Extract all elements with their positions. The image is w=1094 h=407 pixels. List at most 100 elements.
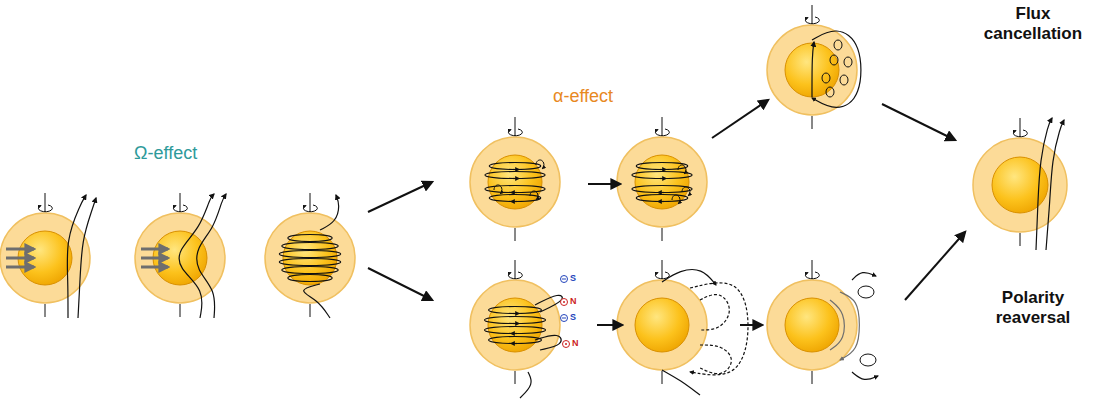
pole-label: S [570,273,576,283]
stage-arrow [368,268,432,300]
rotation-axis [515,371,516,384]
stage-arrow [368,182,432,212]
stage-title: Polarity reaversal [978,288,1088,327]
rotation-axis [812,5,813,24]
field-line [812,31,861,107]
rotation-axis [310,304,311,317]
rotation-axis [662,371,663,384]
field-direction [511,201,517,202]
flux-symbol [561,299,568,306]
sun-stage [767,5,861,129]
small-loop [826,87,834,97]
field-line [812,42,814,97]
rotation-flow [6,248,34,251]
sun-stage [265,193,355,318]
rotation-axis [1020,118,1021,137]
field-line [840,292,859,360]
field-direction [513,323,519,324]
radiative-core [488,298,542,352]
field-line [535,335,561,350]
sun-stage [973,118,1067,250]
toroidal-field [485,172,545,179]
rotation-axis [662,260,663,279]
field-line [535,295,562,312]
sun-stage [0,193,96,318]
rotation-axis [515,117,516,136]
radiative-core [635,155,689,209]
rotation-arrow [805,17,819,24]
rotation-flow [141,257,168,260]
stage-arrow [905,232,965,300]
radiative-core [785,43,839,97]
field-line [304,284,330,318]
rotation-flow [141,248,168,251]
field-line [700,345,731,374]
flux-symbol [561,276,568,283]
convection-zone [767,25,857,115]
rotation-axis [180,193,181,212]
toroidal-field [489,163,540,170]
flux-symbol [561,315,568,322]
helical-twist [494,185,502,194]
toroidal-field [484,327,545,334]
field-direction [660,178,666,179]
rotation-flow [6,266,34,269]
radiative-core [635,298,689,352]
field-line [1036,118,1052,250]
small-loop [822,73,830,83]
rotation-axis [812,371,813,384]
small-loop [860,354,876,366]
toroidal-field [489,337,542,344]
field-line [78,198,96,318]
field-direction [513,178,519,179]
helical-twist [682,187,690,196]
small-loop [858,286,874,298]
convection-zone [617,137,707,227]
field-line [690,283,748,375]
radiative-core [488,155,542,209]
rotation-axis [515,260,516,279]
toroidal-field [632,172,692,179]
stage-arrow [588,183,620,185]
rotation-arrow [1013,130,1027,137]
field-line [320,195,339,230]
field-line [67,195,86,318]
rotation-axis [45,193,46,212]
helical-twist [530,191,538,200]
field-line [662,370,700,395]
rotation-flow [6,257,34,260]
rotation-axis [45,304,46,317]
pole-label: S [570,312,576,322]
rotation-axis [662,117,663,136]
stage-title: Flux cancellation [978,4,1088,43]
rotation-arrow [173,205,187,212]
convection-zone [0,213,90,303]
helical-twist [536,160,544,169]
sun-stage [617,260,748,395]
small-loop [830,55,838,65]
radiative-core [785,298,839,352]
convection-zone [265,213,355,303]
rotation-axis [662,228,663,241]
field-line [197,194,226,318]
stage-arrow [597,324,622,326]
field-line [662,270,716,285]
sun-stage [767,260,878,384]
field-direction [513,313,519,314]
sun-stage [617,117,707,241]
toroidal-field [279,259,340,266]
small-loop [840,75,848,85]
field-line [830,300,844,350]
flux-symbol [565,343,567,345]
flux-symbol [562,279,566,280]
toroidal-field [282,243,338,250]
stage-arrow [740,324,762,326]
toroidal-field [288,275,332,282]
small-loop [844,57,852,67]
rotation-arrow [508,129,522,136]
field-line [700,295,729,330]
field-direction [513,169,519,170]
rotation-axis [515,228,516,241]
